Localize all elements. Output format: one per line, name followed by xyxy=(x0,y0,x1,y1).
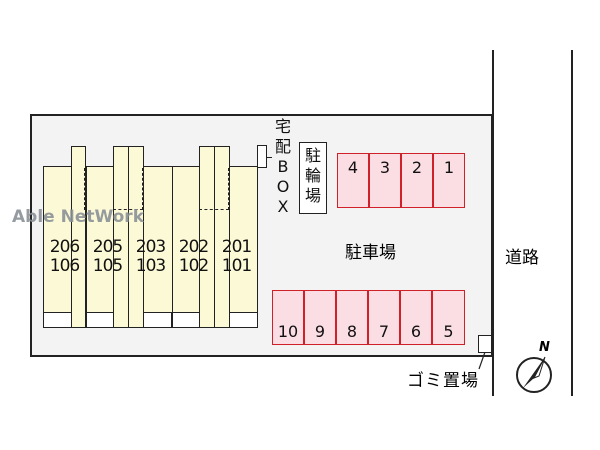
parking-space-8: 8 xyxy=(336,290,368,345)
bicycle-parking: 駐輪場 xyxy=(299,142,327,214)
compass-icon xyxy=(516,356,552,393)
dashed-line xyxy=(71,168,72,210)
dashed-line xyxy=(199,168,200,210)
parking-space-10: 10 xyxy=(272,290,304,345)
parking-space-7: 7 xyxy=(368,290,400,345)
dashed-line xyxy=(228,168,229,210)
dashed-line xyxy=(113,168,114,210)
stair xyxy=(214,146,230,328)
dashed-line xyxy=(199,209,229,210)
road-edge-right xyxy=(571,50,573,396)
stair xyxy=(128,146,144,328)
parking-space-9: 9 xyxy=(304,290,336,345)
entrance-box xyxy=(143,312,172,328)
compass-north-label: N xyxy=(539,340,550,355)
parking-label: 駐車場 xyxy=(345,243,396,263)
parking-space-4: 4 xyxy=(337,153,369,208)
parking-space-6: 6 xyxy=(400,290,432,345)
watermark: Able NetWork xyxy=(12,207,144,227)
entrance-box xyxy=(229,312,258,328)
entrance-box xyxy=(86,312,114,328)
parking-space-1: 1 xyxy=(433,153,465,208)
parking-space-5: 5 xyxy=(432,290,465,345)
garbage-label: ゴミ置場 xyxy=(407,371,479,391)
parking-space-2: 2 xyxy=(401,153,433,208)
entrance-box xyxy=(172,312,200,328)
dashed-line xyxy=(84,168,85,210)
dashed-line xyxy=(113,209,143,210)
leader-line xyxy=(478,352,486,370)
road-edge-left xyxy=(492,50,494,396)
entrance-box xyxy=(43,312,72,328)
road-label: 道路 xyxy=(505,248,539,268)
leader-line xyxy=(266,157,272,158)
garbage-box xyxy=(478,335,492,353)
delivery-box xyxy=(257,145,267,168)
stair xyxy=(71,146,86,328)
parking-space-3: 3 xyxy=(369,153,401,208)
dashed-line xyxy=(142,168,143,210)
